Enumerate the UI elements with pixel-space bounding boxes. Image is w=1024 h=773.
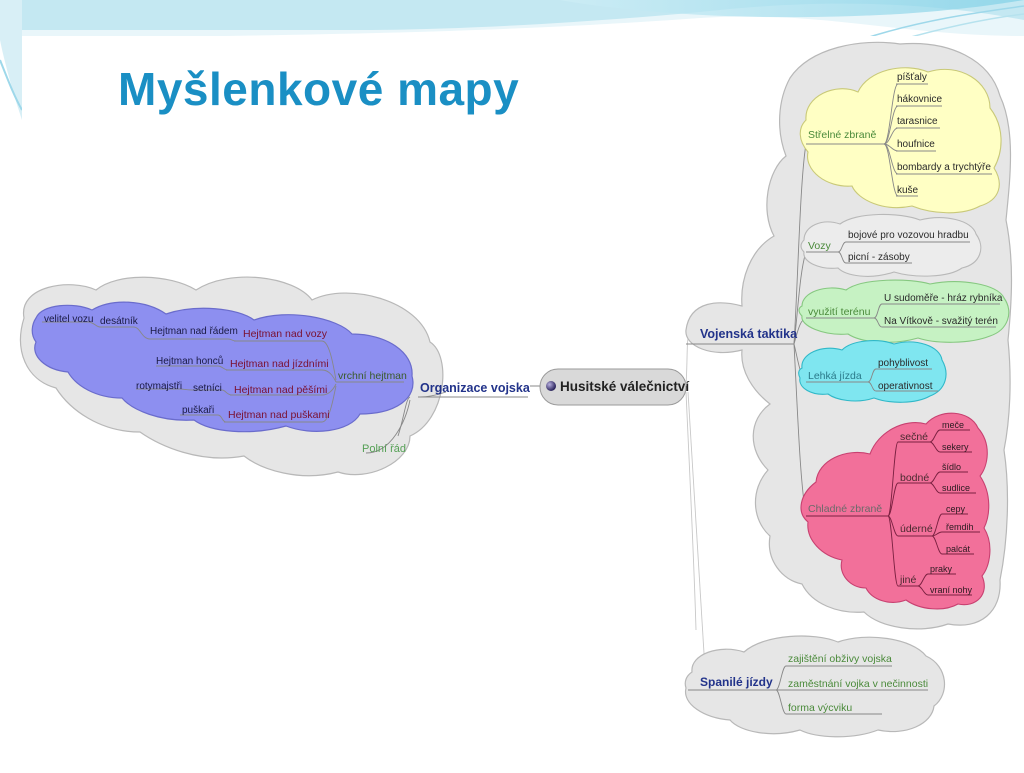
org-purple-cloud [31,301,414,433]
node-vyuziti-terenu: využití terénu [808,306,871,318]
node-bombardy: bombardy a trychtýře [897,162,991,173]
node-sudlice: sudlice [942,483,970,493]
node-tarasnice: tarasnice [897,116,938,127]
node-sekery: sekery [942,442,969,452]
spanile-connectors [688,665,928,715]
node-hejtman-nad-radem: Hejtman nad řádem [150,326,238,337]
node-zajisteni-obzivy: zajištění obživy vojska [788,653,892,665]
central-node: Husitské válečnictví [530,368,690,406]
node-palcat: palcát [946,544,971,554]
node-bojove: bojové pro vozovou hradbu [848,230,969,241]
node-kuse: kuše [897,185,919,196]
lehka-cloud [798,340,947,403]
node-hejtman-nad-jizdnimi: Hejtman nad jízdními [230,358,329,370]
node-secne: sečné [900,431,928,443]
slide-title: Myšlenkové mapy [118,63,520,115]
node-hejtman-moncu: Hejtman honců [156,355,223,367]
node-organizace-vojska: Organizace vojska [420,381,531,395]
central-bullet-icon [546,381,556,391]
node-puskari: puškaři [182,405,214,416]
node-hejtman-nad-puskami: Hejtman nad puškami [228,409,330,421]
node-hejtman-nad-pesimi: Hejtman nad pěšími [234,384,327,396]
lehka-connectors [806,368,938,392]
node-praky: praky [930,564,953,574]
node-vrani-nohy: vraní nohy [930,585,973,595]
node-vrchni-hejtman: vrchní hejtman [338,370,407,382]
node-pohyblivost: pohyblivost [878,358,928,369]
org-connectors [42,321,447,454]
node-sidlo: šídlo [942,462,961,472]
vozy-cloud [800,213,982,277]
node-desatnik: desátník [100,316,139,327]
node-bodne: bodné [900,472,929,484]
node-picni: picní - zásoby [848,252,910,263]
node-strelne-zbrane: Střelné zbraně [808,129,876,141]
node-na-vitkove: Na Vítkově - svažitý terén [884,316,998,327]
chladne-cloud [800,412,991,610]
node-chladne-zbrane: Chladné zbraně [808,503,882,515]
node-cepy: cepy [946,504,966,514]
node-u-sudomere: U sudoměře - hráz rybníka [884,293,1003,304]
teren-connectors [806,303,1000,328]
node-pistaly: píšťaly [897,72,927,83]
chladne-connectors [806,429,980,596]
node-vozy: Vozy [808,240,832,252]
node-rotymajstri: rotymajstři [136,381,182,392]
node-vojenska-taktika: Vojenská taktika [700,327,798,341]
node-uderne: úderné [900,523,933,535]
node-forma-vycviku: forma výcviku [788,702,852,714]
node-hakovnice: hákovnice [897,94,942,105]
node-lehka-jizda: Lehká jízda [808,370,862,382]
node-houfnice: houfnice [897,139,935,150]
node-remdih: řemdih [946,522,974,532]
node-velitel-vozu: velitel vozu [44,314,93,325]
node-setnici: setníci [193,383,222,394]
strelne-cloud [799,67,1002,214]
node-operativnost: operativnost [878,381,933,392]
node-zamestnani-vojka: zaměstnání vojka v nečinnosti [788,678,928,690]
node-mece: meče [942,420,964,430]
spanile-cloud [684,635,946,738]
node-spanile-jizdy: Spanilé jízdy [700,675,773,689]
central-label: Husitské válečnictví [560,379,690,394]
node-polni-rad: Polní řád [362,443,406,455]
vozy-connectors [806,241,970,264]
voj-connectors [686,143,807,517]
node-hejtman-nad-vozy: Hejtman nad vozy [243,328,328,340]
strelne-connectors [806,83,992,197]
node-jine: jiné [899,574,917,586]
